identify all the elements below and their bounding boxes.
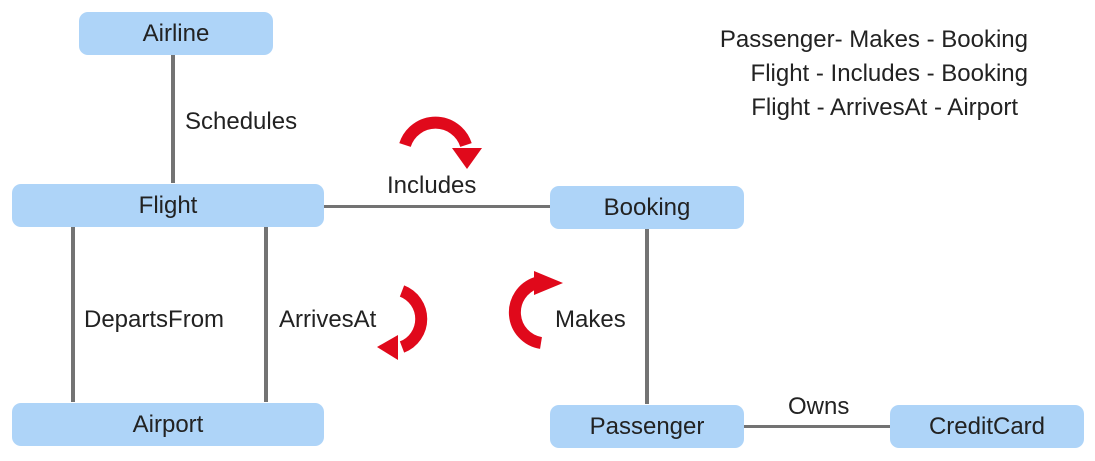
node-booking[interactable]: Booking <box>550 186 744 229</box>
edge-passenger-creditcard <box>743 425 890 428</box>
node-creditcard[interactable]: CreditCard <box>890 405 1084 448</box>
node-flight[interactable]: Flight <box>12 184 324 227</box>
legend-line-3: Flight - ArrivesAt - Airport <box>751 94 1018 121</box>
edge-booking-passenger <box>645 228 649 404</box>
rotate-arrow-icon-makes <box>508 277 543 349</box>
edge-flight-airport-arrives <box>264 227 268 402</box>
label-owns: Owns <box>788 393 850 420</box>
rotate-arrow-icon-includes <box>399 116 472 148</box>
arrowhead-icon-makes <box>534 271 563 295</box>
arrowhead-icon-arrives-at <box>377 335 398 360</box>
legend-line-1: Passenger- Makes - Booking <box>719 26 1028 53</box>
edge-airline-flight <box>171 55 175 183</box>
label-includes: Includes <box>387 172 477 199</box>
edge-flight-airport-departs <box>71 227 75 402</box>
label-makes: Makes <box>555 306 626 333</box>
node-passenger[interactable]: Passenger <box>550 405 744 448</box>
node-airport[interactable]: Airport <box>12 403 324 446</box>
label-departs-from: DepartsFrom <box>84 306 225 333</box>
arrowhead-icon-includes <box>452 148 482 169</box>
node-airline[interactable]: Airline <box>79 12 273 55</box>
edge-flight-booking <box>324 205 550 208</box>
legend-line-2: Flight - Includes - Booking <box>750 60 1028 87</box>
label-arrives-at: ArrivesAt <box>279 306 377 333</box>
rotate-arrow-icon-arrives-at <box>399 285 428 353</box>
label-schedules: Schedules <box>185 108 298 135</box>
